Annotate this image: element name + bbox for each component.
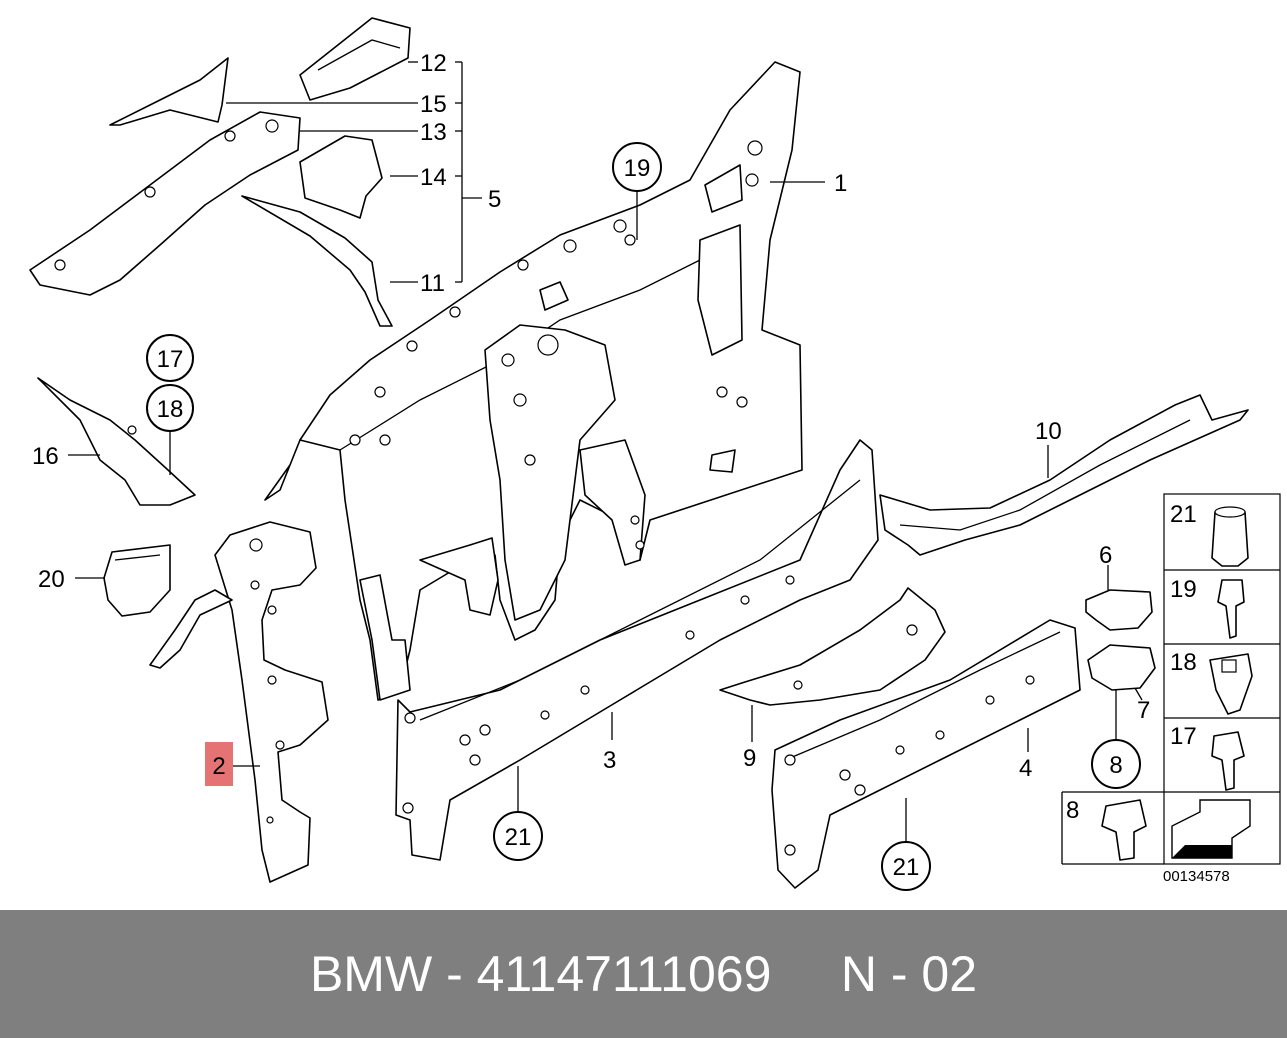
callout-21-b[interactable]: 21 [893,854,920,881]
legend-label-19: 19 [1170,576,1197,603]
footer-bar: BMW - 41147111069 N - 02 [0,910,1287,1038]
part-11-drawing [241,195,393,327]
part-4-drawing [771,619,1081,889]
part-14-drawing [299,135,383,219]
callout-20[interactable]: 20 [38,566,65,593]
callout-11[interactable]: 11 [420,270,445,297]
callout-1[interactable]: 1 [834,170,847,197]
legend-label-8: 8 [1066,797,1079,824]
footer-separator: - [446,946,463,1002]
part-16-drawing [37,377,196,506]
callout-13[interactable]: 13 [420,119,447,146]
part-15-drawing [109,57,229,126]
callout-14[interactable]: 14 [420,164,447,191]
callout-15[interactable]: 15 [420,91,447,118]
part-1-drawing [264,61,803,701]
callout-4[interactable]: 4 [1019,755,1032,782]
legend-label-17: 17 [1170,723,1197,750]
part-2-drawing [149,521,329,883]
parts-diagram: 12 15 13 14 11 5 1 19 17 18 16 20 2 10 3… [29,17,1281,891]
part-13-drawing [29,111,301,296]
callout-3[interactable]: 3 [603,747,616,774]
footer-position-code: N - 02 [840,946,978,1002]
callout-6[interactable]: 6 [1099,542,1112,569]
leader-group-5 [226,61,482,283]
callout-17[interactable]: 17 [157,346,184,373]
legend-label-18: 18 [1170,649,1197,676]
part-3-drawing [395,439,879,861]
part-7-drawing [1087,644,1156,740]
part-20-drawing [103,544,171,617]
callout-18[interactable]: 18 [157,396,184,423]
image-code: 00134578 [1163,868,1230,885]
callout-16[interactable]: 16 [32,443,59,470]
part-12-drawing [299,17,411,101]
part-9-drawing [719,587,946,742]
callout-19[interactable]: 19 [624,155,651,182]
callout-21-a[interactable]: 21 [505,824,532,851]
callout-10[interactable]: 10 [1035,418,1062,445]
callout-12[interactable]: 12 [420,50,447,77]
legend-table [1061,493,1281,865]
footer-brand: BMW [309,946,433,1002]
callout-labels: 12 15 13 14 11 5 1 19 17 18 16 20 2 10 3… [32,50,1197,891]
part-6-drawing [1085,565,1153,631]
callout-9[interactable]: 9 [743,745,756,772]
callout-8[interactable]: 8 [1109,752,1122,779]
callout-7[interactable]: 7 [1137,697,1150,724]
callout-2-highlight [205,742,233,786]
callout-5[interactable]: 5 [488,186,501,213]
footer-part-number: 41147111069 [476,946,772,1002]
legend-label-21: 21 [1170,501,1197,528]
part-10-drawing [879,394,1249,556]
footer-caption: BMW - 41147111069 N - 02 [0,910,1287,1038]
callout-2[interactable]: 2 [212,753,225,780]
